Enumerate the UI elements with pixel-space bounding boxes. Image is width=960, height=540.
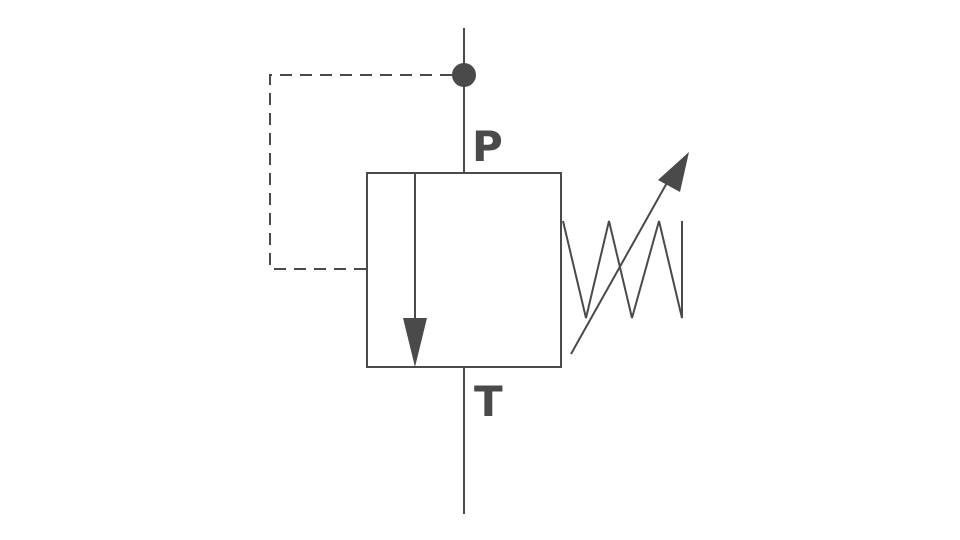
- port-label-t: T: [474, 377, 503, 426]
- adjustable-arrow-head: [658, 152, 689, 192]
- port-label-p: P: [472, 122, 503, 171]
- valve-body: [366, 172, 562, 368]
- pilot-line: [269, 74, 452, 270]
- flow-arrow-head: [403, 318, 427, 367]
- adjustable-arrow-icon: [570, 171, 674, 355]
- junction-dot: [452, 63, 476, 87]
- spring-icon: [562, 220, 683, 319]
